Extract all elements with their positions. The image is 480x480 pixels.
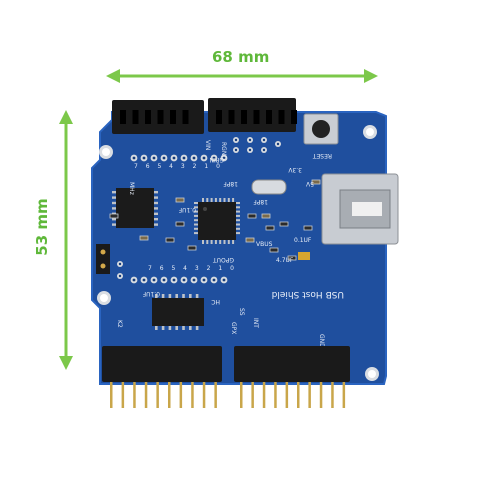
top-header-left — [112, 100, 204, 134]
header-pin — [133, 382, 136, 408]
tantalum-capacitor — [298, 252, 310, 260]
gpin-label: GPIN — [209, 156, 224, 163]
mhz-label: MHz — [128, 182, 135, 195]
gpout-label: GPOUT — [213, 256, 234, 263]
gpout-pads — [130, 276, 228, 284]
header-pin — [202, 382, 206, 408]
pcb-board — [92, 112, 386, 384]
gpin-pads — [130, 154, 228, 162]
header-pin-hole — [216, 110, 222, 124]
gpx-label: GPX — [230, 322, 237, 334]
gpin-numbers: 7 6 5 4 3 2 1 0 — [134, 163, 223, 170]
smd-components — [109, 179, 321, 261]
jumper-header — [96, 244, 110, 274]
width-dimension-label: 68 mm — [212, 48, 270, 66]
cap-18pf-label-2: 18PF — [253, 198, 268, 205]
header-pin-hole — [253, 110, 260, 124]
header-pin — [319, 382, 323, 408]
header-pin — [121, 382, 125, 408]
header-pin-hole — [170, 110, 176, 124]
v33-label: 3.3V — [287, 166, 302, 173]
cap-01uf-label: 0.1UF — [178, 206, 196, 213]
ss-label: SS — [238, 308, 245, 316]
header-pin — [156, 382, 159, 408]
header-pin — [240, 382, 243, 408]
reset-button — [303, 113, 339, 145]
mounting-hole — [99, 145, 113, 159]
header-pin — [308, 382, 311, 408]
cap-01uf-label-3: 0.1UF — [142, 290, 160, 297]
level-shifter-chip — [112, 188, 158, 228]
mounting-hole — [365, 367, 379, 381]
header-pin — [251, 382, 254, 408]
header-pin-hole — [145, 110, 151, 124]
vbus-label: VBUS — [256, 241, 273, 248]
vin-label: VIN — [204, 140, 211, 150]
top-header-right — [208, 98, 297, 132]
gpout-numbers: 7 6 5 4 3 2 1 0 — [148, 265, 237, 272]
reset-label: RESET — [312, 152, 332, 159]
hc-label: HC — [211, 298, 220, 305]
header-pin-hole — [291, 110, 297, 124]
width-dimension-arrow — [106, 69, 378, 83]
header-pin — [285, 382, 289, 408]
gnd-label: GND — [318, 334, 325, 348]
header-pin-hole — [157, 110, 164, 124]
misc-pads — [117, 137, 281, 279]
max3421e-chip — [194, 198, 240, 244]
cap-18pf-label: 18PF — [223, 180, 238, 187]
header-pin-hole — [182, 110, 189, 124]
mounting-hole — [97, 291, 111, 305]
header-pin — [214, 382, 217, 408]
bottom-header-right — [234, 346, 350, 382]
v5-label: 5V — [305, 180, 314, 187]
header-pin-hole — [278, 110, 285, 124]
logic-chip — [152, 294, 204, 330]
header-pin-hole — [266, 110, 272, 124]
k2-label: K2 — [116, 320, 123, 328]
header-pin — [262, 382, 266, 408]
cap-47uf-label: 4.7UF — [276, 257, 294, 264]
usb-connector — [321, 173, 399, 245]
header-pin-hole — [241, 110, 247, 124]
header-pin — [191, 382, 194, 408]
header-pin-hole — [132, 110, 139, 124]
int-label: INT — [252, 318, 259, 328]
header-pin — [297, 382, 300, 408]
cap-01uf-label-2: 0.1UF — [294, 237, 312, 244]
height-dimension-arrow — [59, 110, 73, 370]
header-pin — [342, 382, 346, 408]
mounting-hole — [363, 125, 377, 139]
header-pin-hole — [120, 110, 126, 124]
header-pin — [144, 382, 148, 408]
header-pin — [168, 382, 171, 408]
rgnd-label: RGND — [220, 142, 227, 160]
crystal — [251, 179, 287, 195]
header-pin — [331, 382, 334, 408]
header-pin — [179, 382, 183, 408]
header-pin — [274, 382, 277, 408]
header-pins — [110, 382, 346, 408]
board-title: USB Host Shield — [272, 289, 344, 299]
header-pin — [110, 382, 113, 408]
header-pin-hole — [228, 110, 235, 124]
bottom-header-left — [102, 346, 222, 382]
